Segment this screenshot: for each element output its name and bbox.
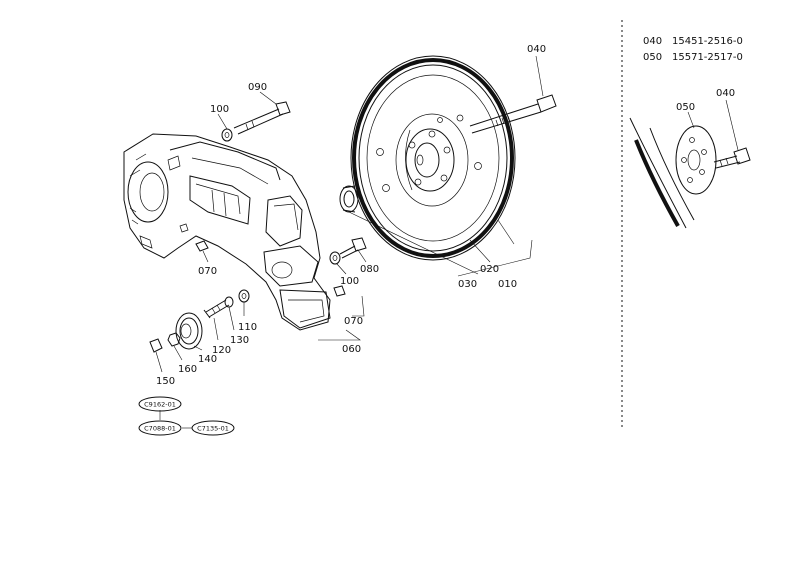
ref-code-bottom-left: C7088-01 [144,425,176,433]
callout-110: 110 [238,322,257,333]
callout-060: 060 [342,344,361,355]
washer-100-top [221,128,233,142]
detail-callout-050: 050 [676,102,695,113]
detail-callout-040: 040 [716,88,735,99]
washer-100-lower [329,251,341,265]
table-row-1-ref: 040 [643,36,662,47]
table-row-2-part-no: 15571-2517-0 [672,52,743,63]
callout-070-left: 070 [198,266,217,277]
pilot-bearing [339,185,359,213]
leader-lines [155,55,739,429]
reference-codes: C9162-01 C7088-01 C7135-01 [138,396,235,436]
callout-160: 160 [178,364,197,375]
table-row-1-part-no: 15451-2516-0 [672,36,743,47]
callout-150: 150 [156,376,175,387]
callout-020: 020 [480,264,499,275]
callout-070-right: 070 [344,316,363,327]
ref-oval-top [138,396,182,412]
callout-100-lower: 100 [340,276,359,287]
callout-labels: 040 090 100 020 030 010 080 100 070 070 … [156,44,735,387]
dowel-pin-right [333,285,346,297]
detail-plate-050 [675,125,717,195]
dowel-pin-left [195,240,209,252]
ref-oval-bottom-right [191,420,235,436]
ref-code-bottom-right: C7135-01 [197,425,229,433]
callout-040: 040 [527,44,546,55]
small-parts [149,289,250,353]
callout-130: 130 [230,335,249,346]
callout-090: 090 [248,82,267,93]
ref-oval-bottom-left [138,420,182,436]
long-bolt [233,101,291,135]
flywheel-assembly [350,55,516,261]
callout-120: 120 [212,345,231,356]
callout-140: 140 [198,354,217,365]
callout-010: 010 [498,279,517,290]
detail-flywheel-arc [629,117,695,229]
bolt-080 [339,237,367,259]
parts-table: 040 15451-2516-0 050 15571-2517-0 [643,36,743,63]
gear-case-housing [123,133,331,331]
detail-bolt-040 [713,147,751,169]
callout-100-top: 100 [210,104,229,115]
flywheel-bolt [469,94,557,134]
callout-030: 030 [458,279,477,290]
ref-code-top: C9162-01 [144,401,176,409]
callout-080: 080 [360,264,379,275]
table-row-2-ref: 050 [643,52,662,63]
